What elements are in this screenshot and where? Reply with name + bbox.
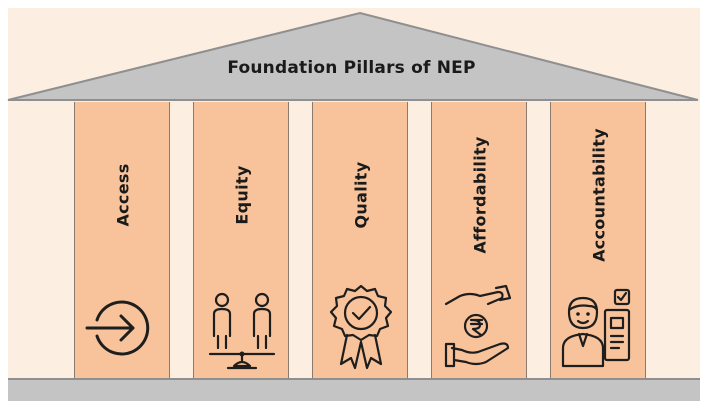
pillar-accountability: Accountability: [550, 102, 646, 378]
rupee-hands-icon: [444, 284, 512, 368]
pillar-access: Access: [74, 102, 170, 378]
diagram-title: Foundation Pillars of NEP: [227, 58, 476, 78]
pillar-equity: Equity: [193, 102, 289, 378]
person-dashboard-icon: [561, 288, 631, 368]
pillar-quality: Quality: [312, 102, 408, 378]
pillar-label-equity: Equity: [232, 165, 252, 225]
pillar-affordability: Affordability: [431, 102, 527, 378]
arrow-right-circle-icon: [85, 300, 150, 356]
pillar-label-access: Access: [113, 163, 133, 227]
quality-badge-icon: [329, 284, 393, 370]
pillar-label-quality: Quality: [351, 161, 371, 229]
pillar-label-affordability: Affordability: [470, 136, 490, 254]
pillar-label-accountability: Accountability: [589, 128, 609, 262]
roof-pediment: [7, 11, 699, 101]
pillars-base: [8, 378, 700, 401]
balance-scale-people-icon: [208, 292, 276, 370]
